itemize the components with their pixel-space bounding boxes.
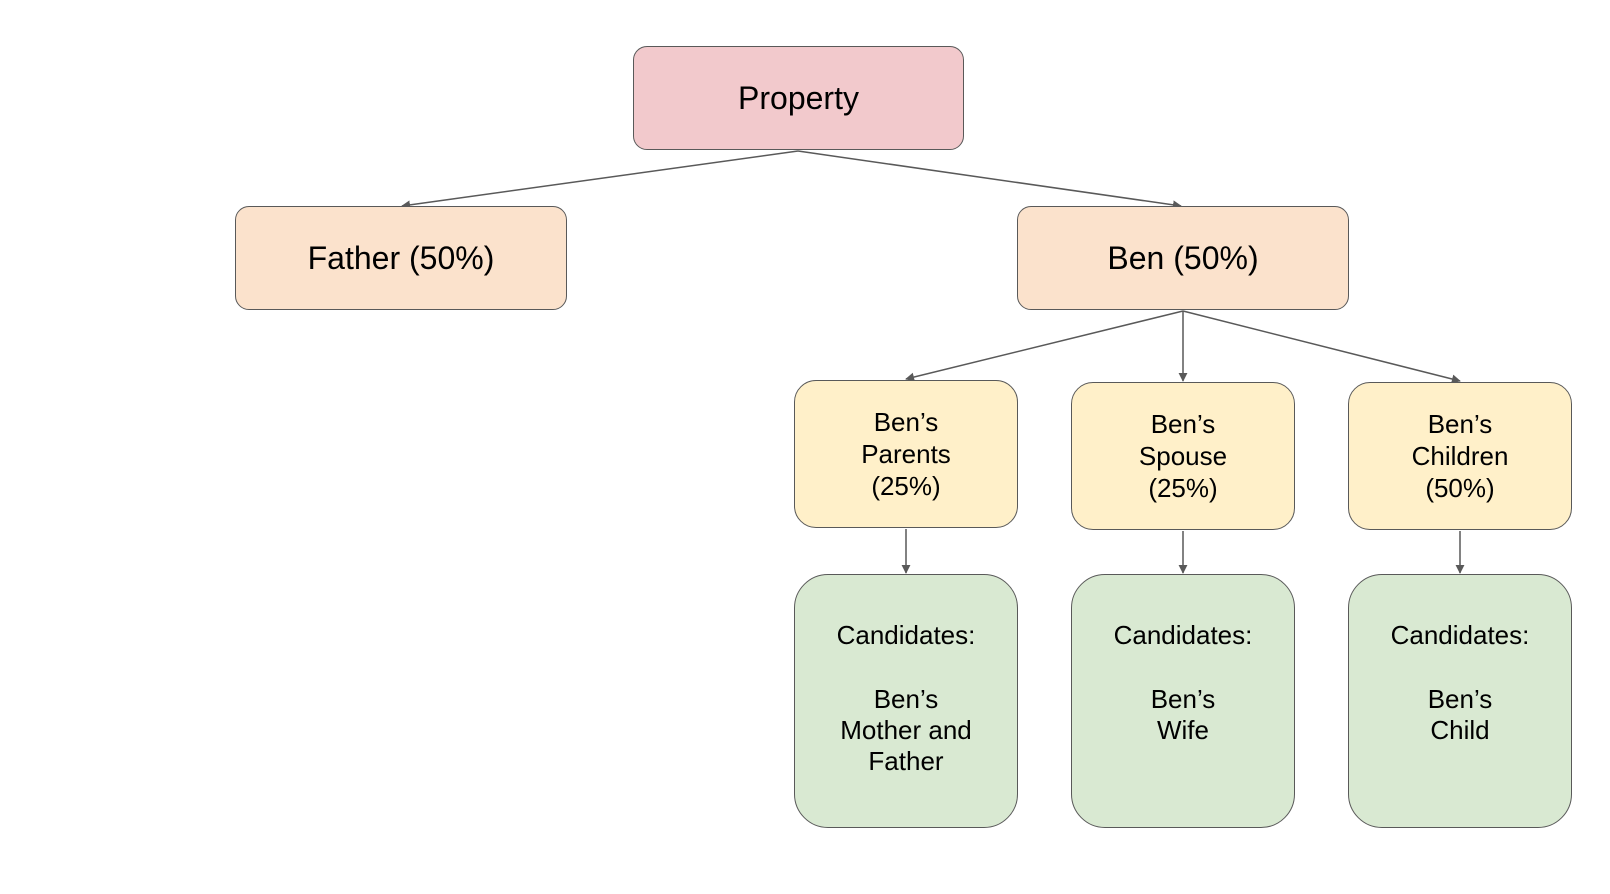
candidates-label: Candidates: [1390, 620, 1530, 650]
edge-ben-parents [905, 310, 1184, 382]
ben-node: Ben (50%) [1017, 206, 1349, 310]
property-label: Property [738, 79, 859, 116]
bens-parents-label: Ben’s Parents (25%) [861, 407, 951, 501]
father-node: Father (50%) [235, 206, 567, 310]
edge-ben-children [1182, 310, 1461, 384]
candidates-label: Candidates: [836, 620, 976, 650]
ben-label: Ben (50%) [1107, 239, 1259, 276]
bens-spouse-node: Ben’s Spouse (25%) [1071, 382, 1295, 530]
bens-spouse-label: Ben’s Spouse (25%) [1138, 409, 1228, 503]
parents-candidates-text: Ben’s Mother and Father [840, 684, 972, 776]
children-candidates-node: Candidates: Ben’s Child [1348, 574, 1572, 828]
children-candidates-text: Ben’s Child [1427, 684, 1493, 745]
bens-parents-node: Ben’s Parents (25%) [794, 380, 1018, 528]
edge-property-ben [797, 150, 1182, 210]
candidates-label: Candidates: [1113, 620, 1253, 650]
edge-property-father [401, 150, 799, 210]
bens-children-label: Ben’s Children (50%) [1411, 409, 1509, 503]
father-label: Father (50%) [307, 239, 495, 276]
property-node: Property [633, 46, 964, 150]
spouse-candidates-node: Candidates: Ben’s Wife [1071, 574, 1295, 828]
spouse-candidates-text: Ben’s Wife [1150, 684, 1216, 745]
bens-children-node: Ben’s Children (50%) [1348, 382, 1572, 530]
parents-candidates-node: Candidates: Ben’s Mother and Father [794, 574, 1018, 828]
